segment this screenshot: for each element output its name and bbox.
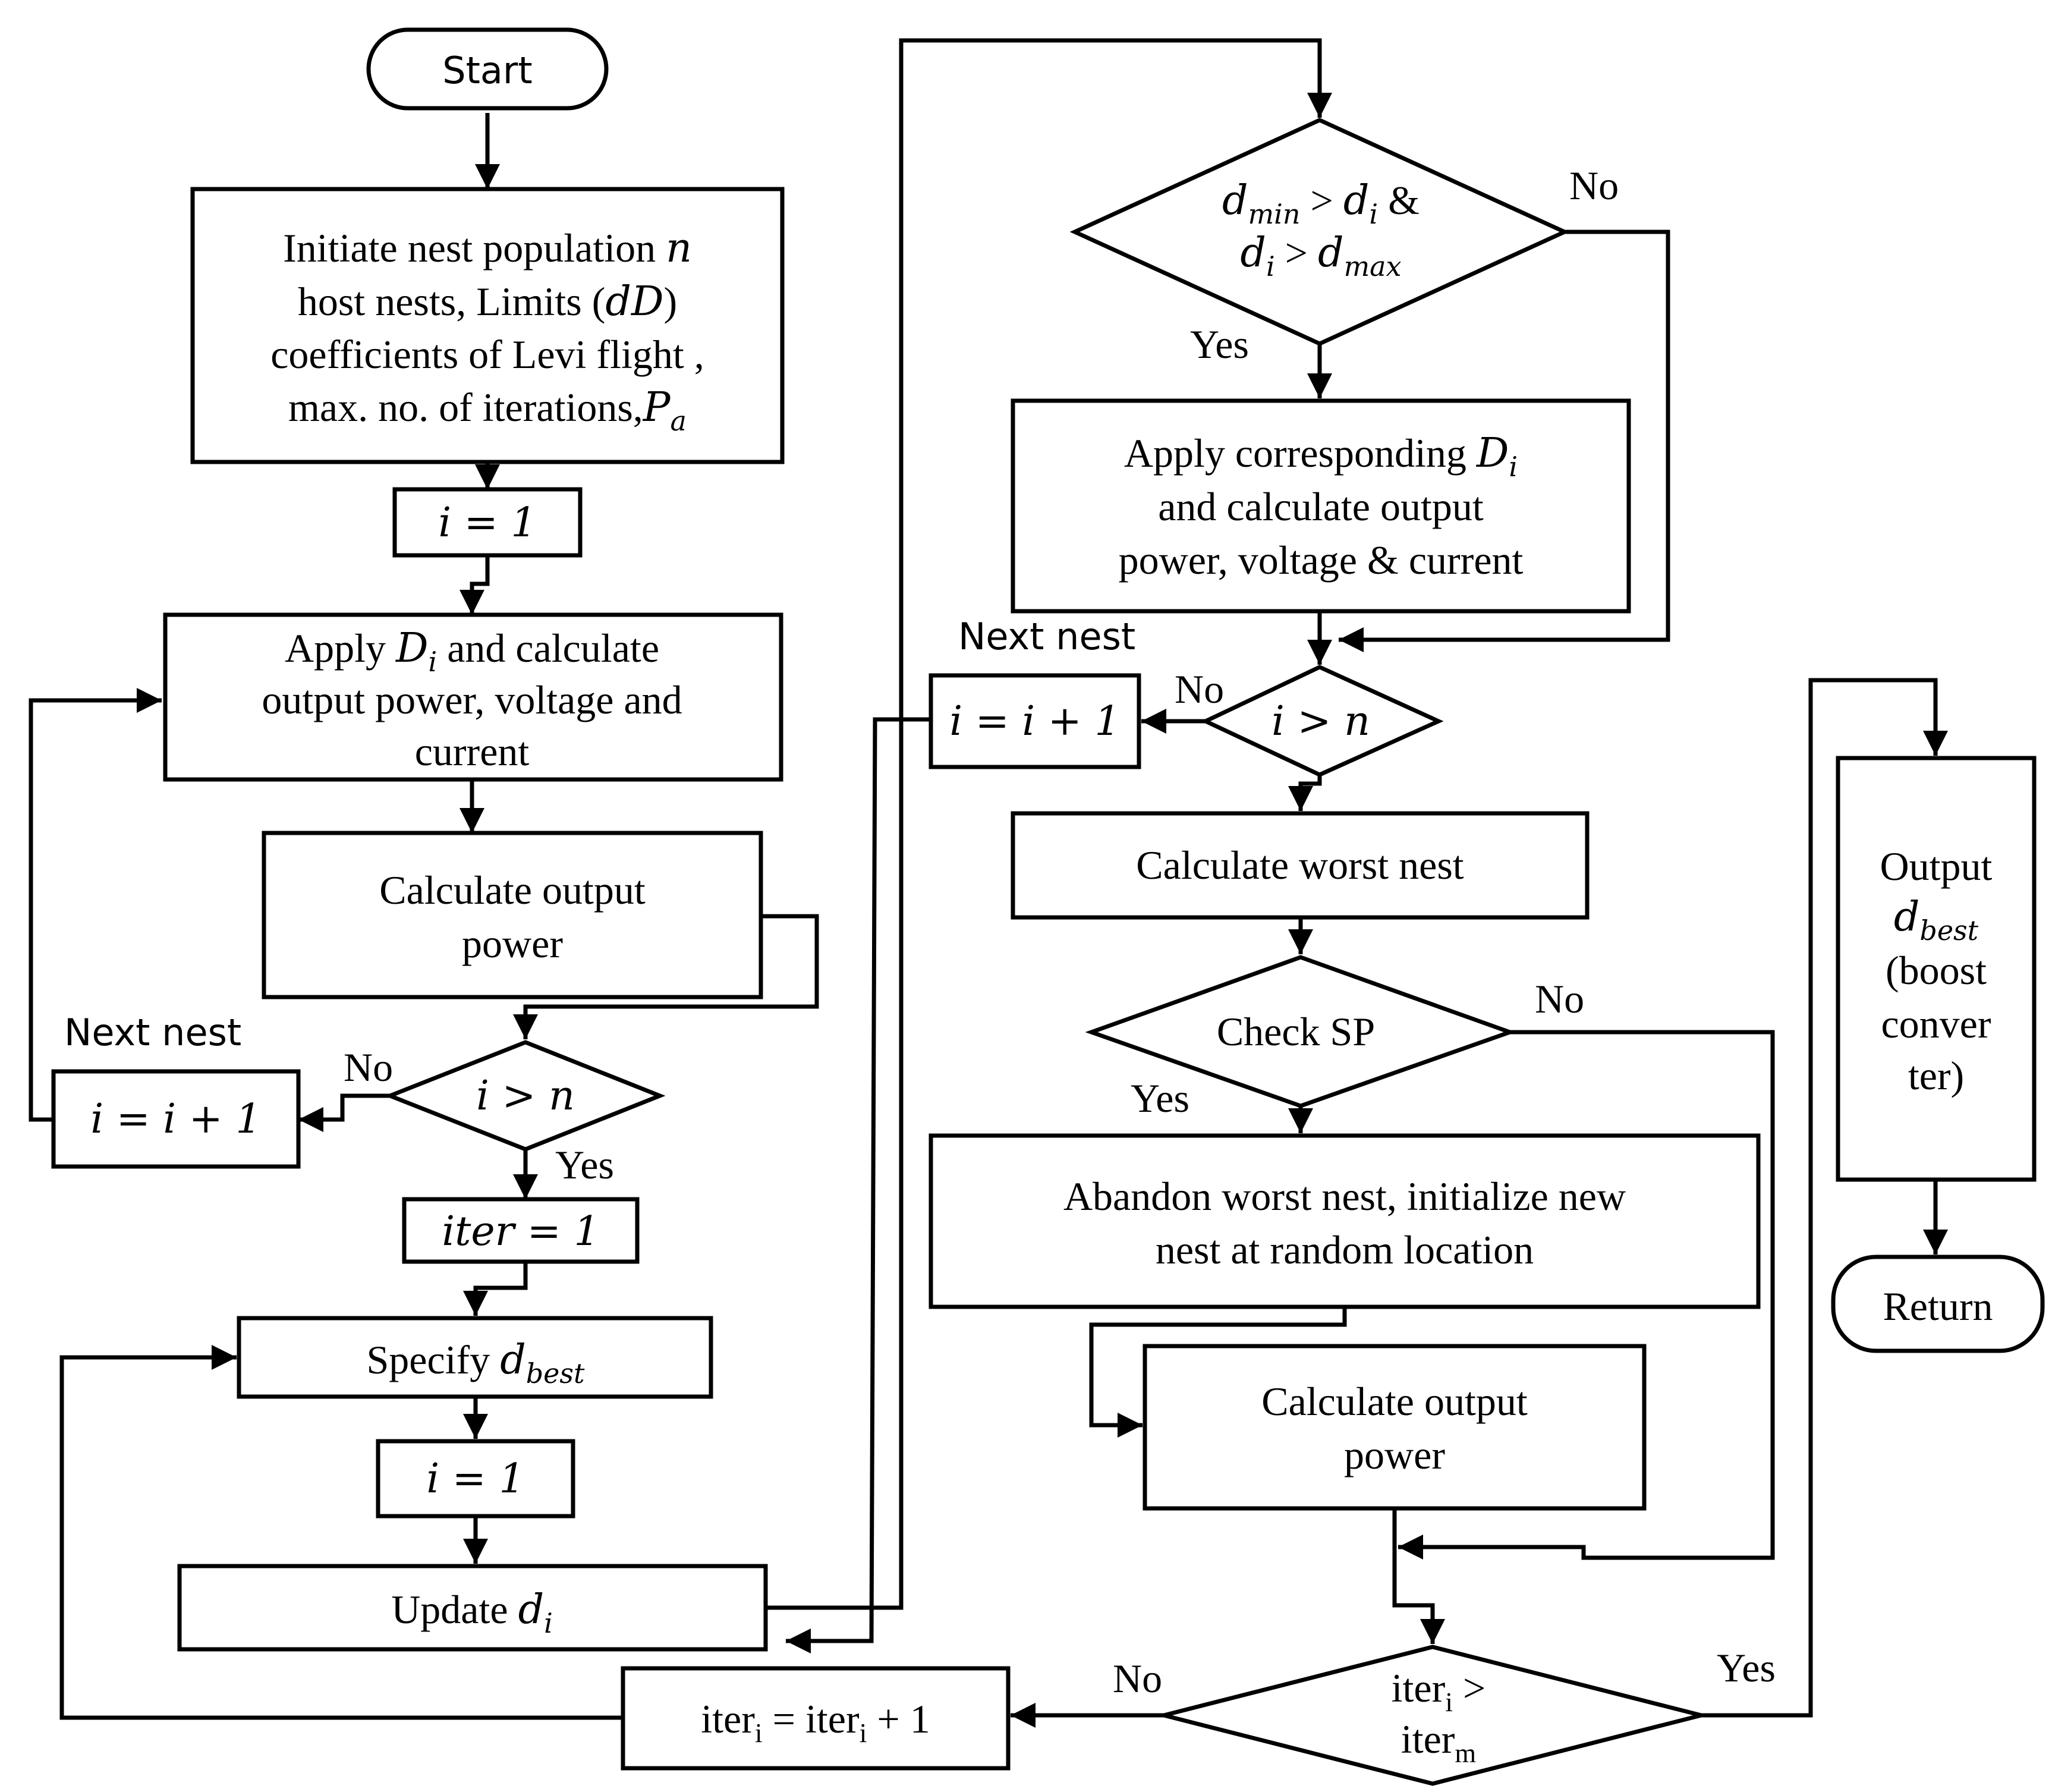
no-left-label: No [344,1045,393,1090]
apply-di-line-3: current [415,729,530,774]
init-line-3: coefficients of Levi flight , [270,332,704,377]
i-inc-left-label: i = i + 1 [90,1096,261,1143]
arrow-calc-to-decision [513,914,819,1039]
no-check-sp-label: No [1535,976,1584,1021]
arrow-no-bypass [1339,229,1670,652]
iter-inc-label: iteri = iteri + 1 [701,1696,930,1748]
no-iter-label: No [1113,1656,1162,1701]
dmin-check-decision [1069,118,1570,346]
no-right-label: No [1175,667,1224,712]
i-gt-n-right-decision [1200,665,1444,777]
specify-dbest-box [237,1316,713,1399]
check-sp-decision [1085,955,1516,1108]
output-dbest-line-4: conver [1881,1001,1991,1046]
connectors [29,38,1948,1728]
no-dmin-label: No [1569,163,1619,208]
arrow-next-nest-loop-right [786,717,931,1653]
apply-di-box [163,612,783,782]
apply-corresponding-line-2: and calculate output [1158,484,1484,529]
arrow-update-to-dmin [766,38,1332,1610]
i-eq-1-bottom-box [376,1439,575,1519]
abandon-line-2: nest at random location [1156,1227,1534,1272]
arrow-checksp-no [1398,1030,1775,1560]
yes-left-label: Yes [555,1142,614,1187]
output-dbest-line-1: Output [1880,844,1993,889]
next-nest-right-label: Next nest [958,615,1135,658]
calc-worst-label: Calculate worst nest [1136,842,1464,888]
specify-dbest-label: Specify dbest [366,1337,585,1389]
calc-power-left-line-2: power [462,921,563,966]
arrow-iter-loop-to-specify [59,1345,623,1720]
iter-inc-box [621,1666,1011,1771]
yes-iter-label: Yes [1717,1645,1776,1690]
calc-power-right-line-1: Calculate output [1261,1379,1528,1424]
i-eq-1-bottom-label: i = 1 [426,1455,524,1502]
calc-power-right-box [1143,1344,1647,1511]
arrow-yes-to-worst [1288,775,1322,811]
abandon-line-1: Abandon worst nest, initialize new [1063,1174,1626,1219]
i-gt-n-left-decision [384,1040,666,1152]
apply-corresponding-line-1: Apply corresponding Di [1124,430,1518,483]
arrow-calc-to-iter-check [1392,1508,1445,1644]
arrow-iter-yes-to-output [1701,678,1948,1718]
apply-di-line-2: output power, voltage and [262,677,682,722]
arrow-iter1-to-specify [463,1262,528,1316]
update-di-box [177,1564,768,1652]
iter-check-line-2: iterm [1401,1716,1477,1768]
i-gt-n-right-label: i > n [1272,698,1370,745]
output-dbest-line-2: dbest [1894,894,1979,947]
iter-eq-1-label: iter = 1 [442,1208,599,1255]
return-terminal [1831,1255,2045,1353]
next-nest-left-label: Next nest [64,1011,241,1054]
yes-dmin-label: Yes [1190,322,1249,367]
i-gt-n-left-label: i > n [476,1073,575,1120]
yes-check-sp-label: Yes [1131,1076,1189,1121]
start-terminal [366,27,609,111]
i-inc-right-box [929,673,1141,769]
init-line-2: host nests, Limits (dD) [298,278,677,325]
iter-check-decision [1163,1645,1702,1786]
arrow-no-to-increment [298,1093,390,1132]
check-sp-label: Check SP [1217,1009,1375,1054]
i-eq-1-top-box [392,487,583,558]
arrow-next-nest-loop-left [29,688,162,1122]
arrow-abandon-to-calc [1089,1307,1347,1438]
dmin-check-line-1: dmin > di & [1222,177,1420,230]
calc-power-right-line-2: power [1344,1432,1445,1477]
dmin-check-line-2: di > dmax [1240,229,1401,282]
calc-power-left-box [262,831,763,999]
i-inc-left-box [51,1069,301,1169]
output-dbest-box [1836,756,2037,1182]
update-di-label: Update di [391,1586,553,1639]
apply-di-line-1: Apply Di and calculate [285,625,659,678]
apply-corresponding-box [1011,398,1631,614]
start-label: Start [442,49,532,92]
abandon-box [929,1133,1761,1309]
arrow-i1-to-apply [460,555,490,615]
init-line-4: max. no. of iterations,Pa [288,384,687,437]
calc-power-left-line-1: Calculate output [379,867,646,913]
init-line-1: Initiate nest population n [283,225,692,272]
i-eq-1-top-label: i = 1 [438,499,536,546]
init-box [190,187,785,464]
apply-corresponding-line-3: power, voltage & current [1119,537,1524,583]
iter-check-line-1: iteri > [1392,1665,1486,1717]
iter-eq-1-box [402,1197,640,1264]
return-label: Return [1883,1284,1993,1329]
output-dbest-line-3: (boost [1886,948,1987,993]
i-inc-right-label: i = i + 1 [949,698,1120,745]
calc-worst-box [1011,811,1590,920]
output-dbest-line-5: ter) [1908,1053,1964,1098]
